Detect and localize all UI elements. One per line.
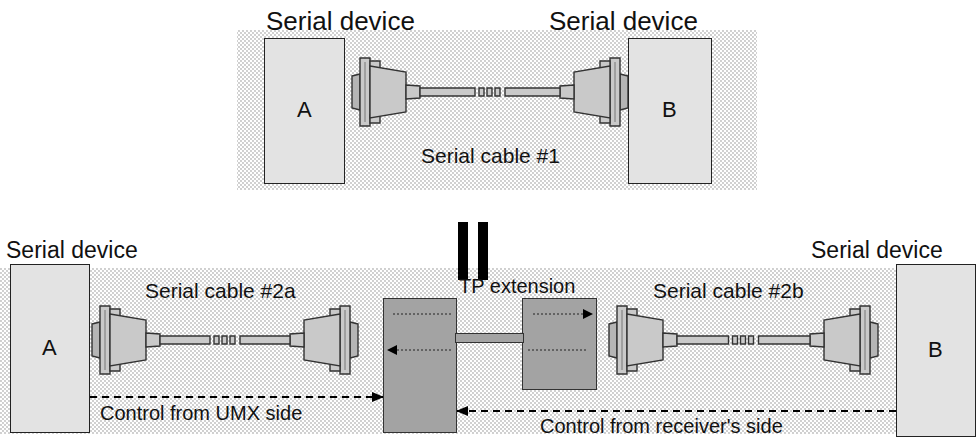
control-arrow: [457, 410, 896, 412]
connector-flange: [617, 306, 627, 374]
control-label: Control from receiver's side: [540, 416, 783, 436]
connector-hood: [304, 314, 340, 366]
flange-edge: [345, 310, 346, 370]
cable-break: [230, 336, 235, 344]
device-letter: A: [297, 98, 312, 122]
device-heading: Serial device: [811, 238, 943, 263]
signal-arrowhead: [387, 345, 397, 355]
cable-break: [214, 336, 219, 344]
cable-break: [487, 88, 492, 96]
device-letter: B: [662, 98, 677, 122]
connector-flange: [360, 58, 370, 126]
device-box: Serial deviceA: [10, 264, 90, 433]
tp-extension: TP extension: [383, 275, 597, 433]
connector-face: [620, 74, 628, 110]
connector-face: [350, 322, 358, 358]
cable-break: [495, 88, 500, 96]
device-heading: Serial device: [549, 7, 698, 36]
tp-signal-arrows: [383, 275, 597, 433]
connector-face: [609, 322, 617, 358]
signal-line: [528, 350, 588, 351]
serial-cables: [92, 58, 878, 374]
cable-break: [222, 336, 227, 344]
connector-hood: [110, 314, 146, 366]
connector-flange: [100, 306, 110, 374]
device-box: Serial deviceA: [264, 38, 345, 184]
device-letter: A: [42, 336, 57, 360]
equals-bar: [478, 222, 488, 280]
cable-body: [160, 336, 210, 344]
connector-hood: [627, 314, 663, 366]
strain-relief: [290, 333, 304, 347]
cable-break: [479, 88, 484, 96]
device-heading: Serial device: [6, 238, 138, 263]
strain-relief: [810, 333, 824, 347]
tp-transmitter: [383, 298, 457, 433]
equals-bar: [458, 222, 468, 280]
strain-relief: [560, 85, 574, 99]
cable-body: [240, 336, 290, 344]
cable-body: [505, 88, 560, 96]
flange-edge: [105, 310, 106, 370]
connector-hood: [574, 66, 610, 118]
device-box: Serial deviceB: [628, 38, 712, 184]
connector-face: [92, 322, 100, 358]
cable-break: [733, 336, 738, 344]
signal-arrowhead: [583, 309, 593, 319]
control-arrow: [90, 396, 383, 398]
tp-heading: TP extension: [459, 275, 575, 297]
cable-break: [749, 336, 754, 344]
cable-label: Serial cable #1: [421, 145, 560, 166]
device-box: Serial deviceB: [896, 264, 976, 437]
control-label: Control from UMX side: [100, 403, 302, 423]
device-letter: B: [928, 338, 943, 362]
cable-label: Serial cable #2a: [145, 280, 296, 301]
strain-relief: [146, 333, 160, 347]
cable-break: [741, 336, 746, 344]
cable-body: [420, 88, 475, 96]
connector-face: [870, 322, 878, 358]
connector-flange: [860, 306, 870, 374]
flange-edge: [615, 62, 616, 122]
signal-line: [393, 314, 453, 315]
flange-edge: [865, 310, 866, 370]
cable-label: Serial cable #2b: [653, 280, 804, 301]
connector-hood: [824, 314, 860, 366]
stipple-ground: [0, 268, 976, 434]
strain-relief: [663, 333, 677, 347]
flange-edge: [622, 310, 623, 370]
cable-body: [759, 336, 811, 344]
connector-hood: [370, 66, 406, 118]
tp-cable: [455, 333, 524, 343]
cable-body: [677, 336, 729, 344]
connector-flange: [340, 306, 350, 374]
device-heading: Serial device: [266, 7, 415, 36]
stipple-ground: [237, 30, 757, 190]
strain-relief: [406, 85, 420, 99]
connector-face: [352, 74, 360, 110]
signal-line: [533, 314, 583, 315]
signal-line: [397, 350, 453, 351]
flange-edge: [365, 62, 366, 122]
connector-flange: [610, 58, 620, 126]
